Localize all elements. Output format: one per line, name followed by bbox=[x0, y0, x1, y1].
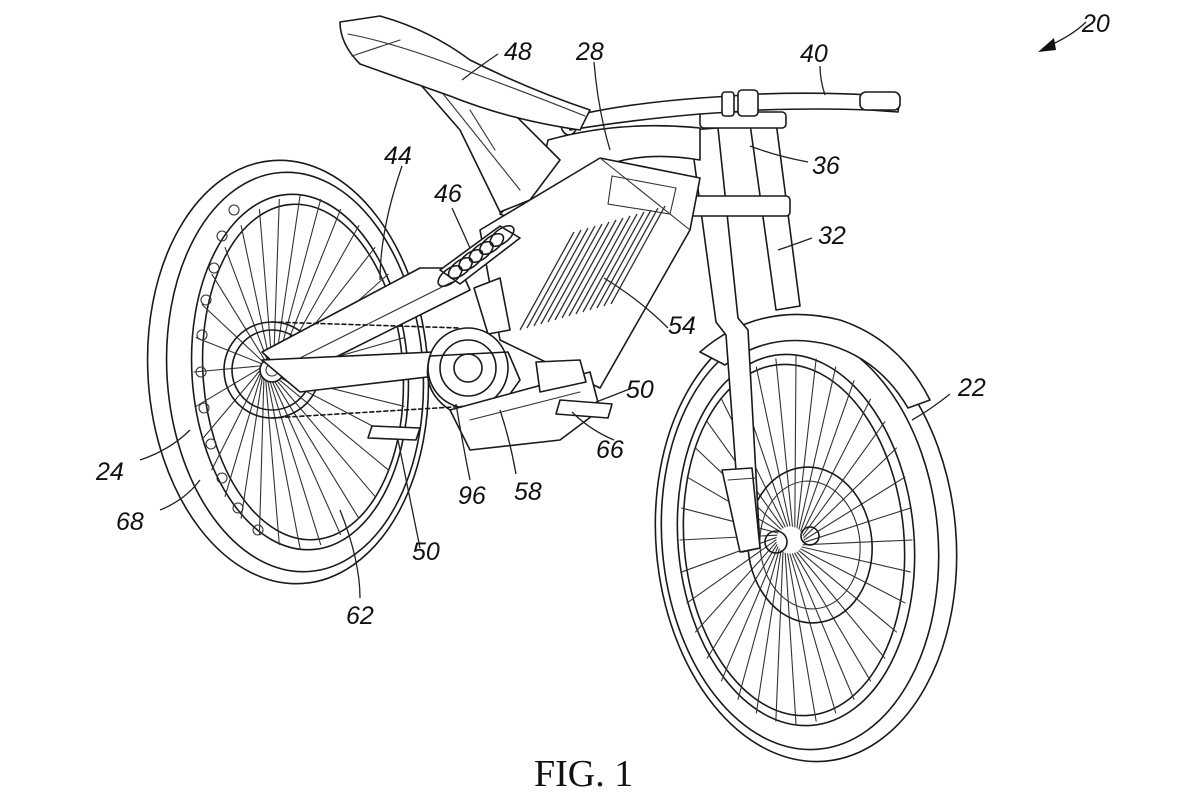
ref-58: 58 bbox=[514, 478, 542, 506]
reference-numerals: 20 48 28 40 36 32 44 46 54 50 66 22 24 6… bbox=[95, 10, 1110, 630]
ref-54: 54 bbox=[668, 312, 696, 340]
ref-46: 46 bbox=[434, 180, 462, 208]
ref-44: 44 bbox=[384, 142, 412, 170]
front-fork bbox=[689, 111, 931, 553]
footpeg-left bbox=[367, 425, 421, 441]
ref-28: 28 bbox=[575, 38, 604, 66]
ref-50-right: 50 bbox=[626, 376, 654, 404]
leader-lines bbox=[139, 53, 951, 599]
skid-plate bbox=[449, 359, 601, 451]
handlebar bbox=[560, 89, 901, 136]
rear-shock bbox=[437, 224, 521, 288]
assembly-arrow bbox=[1038, 21, 1087, 52]
swing-arm bbox=[261, 267, 477, 393]
ref-62: 62 bbox=[346, 602, 374, 630]
ref-36: 36 bbox=[812, 152, 840, 180]
ref-50-left: 50 bbox=[412, 538, 440, 566]
figure-caption: FIG. 1 bbox=[534, 753, 633, 795]
chain bbox=[271, 321, 471, 419]
ref-24: 24 bbox=[95, 458, 124, 486]
ref-66: 66 bbox=[596, 436, 624, 464]
ref-48: 48 bbox=[504, 38, 532, 66]
ref-20: 20 bbox=[1081, 10, 1110, 38]
ref-22: 22 bbox=[957, 374, 986, 402]
footpeg-right bbox=[555, 399, 613, 419]
ref-32: 32 bbox=[818, 222, 846, 250]
seat bbox=[339, 15, 591, 131]
ref-40: 40 bbox=[800, 40, 828, 68]
battery bbox=[473, 157, 701, 389]
front-wheel bbox=[654, 317, 958, 763]
ref-68: 68 bbox=[116, 508, 144, 536]
ref-96: 96 bbox=[458, 482, 486, 510]
